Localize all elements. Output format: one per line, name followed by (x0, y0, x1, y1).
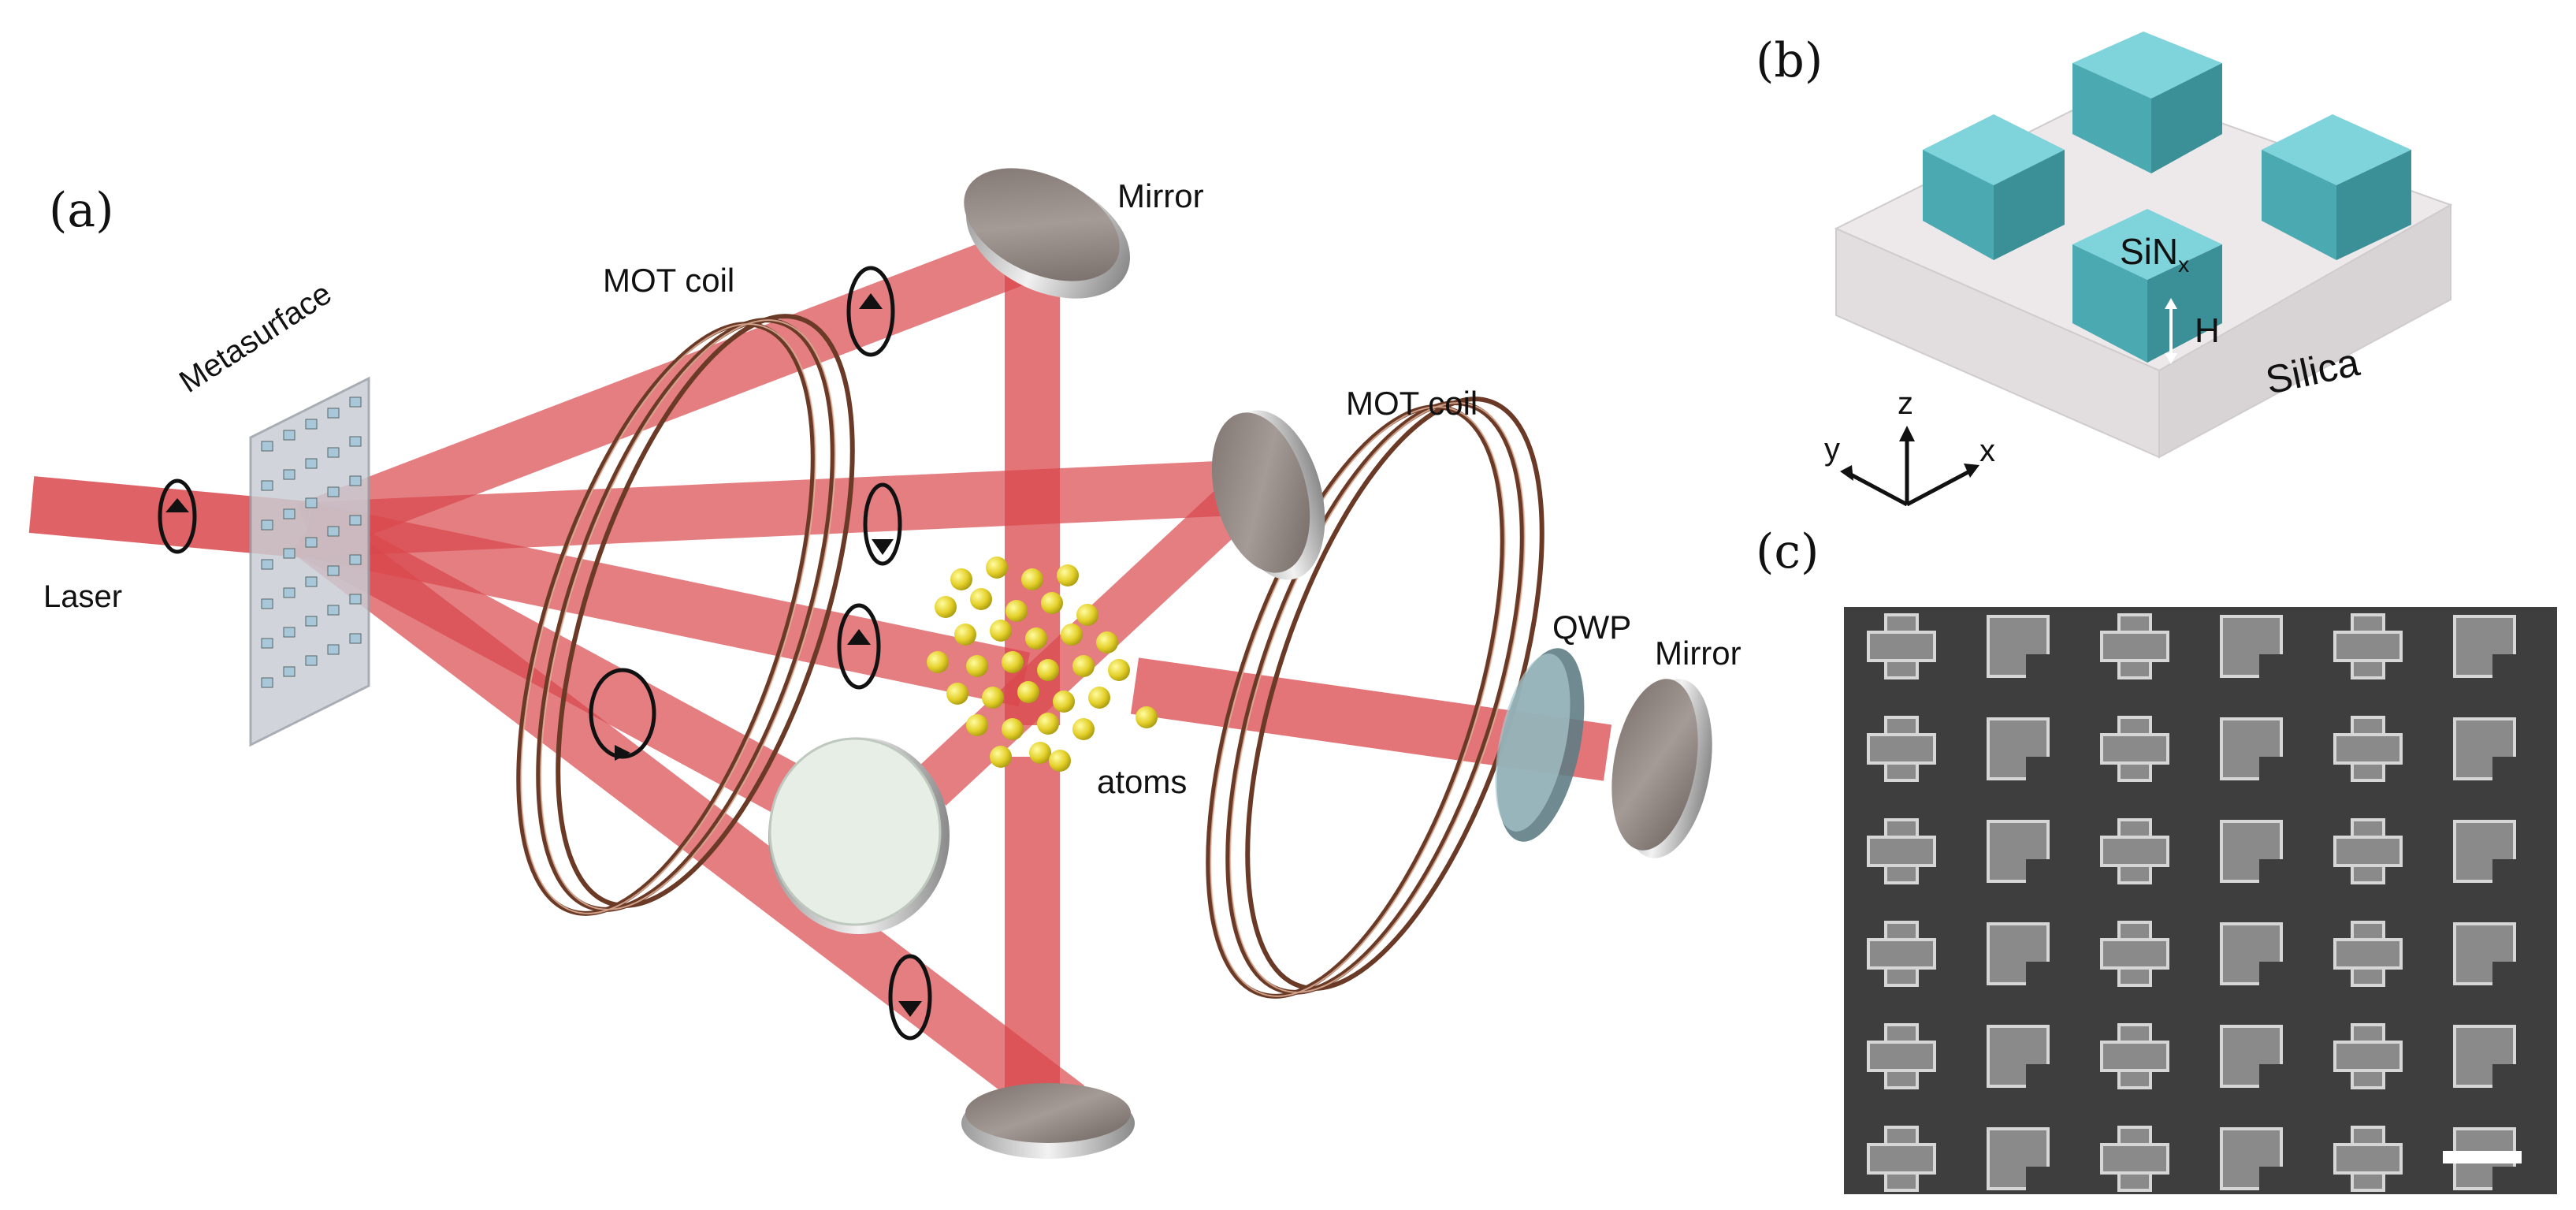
panel-label-a: (a) (49, 183, 114, 238)
mirror-right-label: Mirror (1655, 635, 1741, 672)
nanostructure (2100, 716, 2169, 782)
nanostructure (2453, 820, 2516, 883)
nanostructure (2453, 615, 2516, 678)
laser-beams (28, 226, 1612, 1130)
nanostructure (1867, 1023, 1936, 1089)
nanostructure (2453, 717, 2516, 780)
beam-to-right-mirror (306, 460, 1255, 557)
sinx-label-main: SiN (2120, 231, 2179, 272)
nanostructure (2220, 820, 2283, 883)
sinx-label-sub: x (2178, 252, 2190, 277)
mirror-top (964, 168, 1130, 299)
sinx-pillar-left (1923, 114, 2065, 260)
mirror-right (1611, 679, 1712, 858)
atoms-label: atoms (1097, 763, 1188, 800)
nanostructure (1987, 1025, 2050, 1088)
nanostructure (2100, 1023, 2169, 1089)
sinx-pillar-back (2072, 32, 2222, 173)
nanostructure (2453, 922, 2516, 985)
axis-x-label: x (1979, 434, 1995, 468)
mirror-bottom (961, 1083, 1135, 1159)
laser-label: Laser (43, 579, 123, 614)
atoms-cloud (927, 557, 1158, 772)
nanostructure (2333, 1126, 2403, 1192)
nanostructure (1987, 717, 2050, 780)
nanostructure (2333, 818, 2403, 884)
nanostructure (1867, 1126, 1936, 1192)
nanostructure (2220, 922, 2283, 985)
nanostructure (1987, 615, 2050, 678)
sinx-pillar-right (2262, 114, 2411, 260)
nanostructure (2100, 1126, 2169, 1192)
sem-nanostructure-array (1867, 613, 2522, 1192)
nanostructure (1987, 1127, 2050, 1190)
nanostructure (1987, 820, 2050, 883)
qwp-label: QWP (1552, 609, 1632, 646)
sinx-label: SiNx (2120, 230, 2189, 277)
nanostructure (1987, 922, 2050, 985)
coordinate-axes (1846, 437, 1976, 507)
nanostructure (2453, 1025, 2516, 1088)
nanostructure (2220, 615, 2283, 678)
metasurface (249, 376, 370, 747)
nanostructure (1867, 921, 1936, 987)
nanostructure (2220, 1025, 2283, 1088)
mot-coil-right-label: MOT coil (1346, 385, 1478, 422)
mirror-front (768, 737, 950, 934)
nanostructure (2100, 818, 2169, 884)
nanostructure (2333, 921, 2403, 987)
beam-right-mirror-return (913, 470, 1269, 806)
panel-label-c: (c) (1756, 524, 1820, 579)
mot-coil-left-label: MOT coil (603, 262, 735, 299)
beam-to-top-mirror (297, 226, 1043, 556)
mirror-top-label: Mirror (1117, 177, 1204, 214)
axis-y-label: y (1824, 432, 1840, 467)
scale-bar (2443, 1151, 2522, 1163)
nanostructure (2100, 613, 2169, 679)
nanostructure (2220, 1127, 2283, 1190)
nanostructure (1867, 613, 1936, 679)
axis-z-label: z (1898, 386, 1913, 421)
nanostructure (2333, 613, 2403, 679)
nanostructure (1867, 716, 1936, 782)
sem-image (1844, 607, 2557, 1194)
beam-to-center (301, 502, 1031, 707)
mirror-right-upper (1211, 410, 1325, 580)
nanostructure (2333, 1023, 2403, 1089)
height-label: H (2195, 311, 2220, 350)
nanostructure (2333, 716, 2403, 782)
polarization-arrows (158, 266, 932, 1041)
nanostructure (2220, 717, 2283, 780)
qwp-plate (1495, 648, 1585, 842)
unit-cell-diagram (1834, 32, 2453, 507)
sinx-pillar-front (2072, 209, 2222, 363)
beam-to-bottom-mirror (290, 508, 1085, 1130)
nanostructure (2100, 921, 2169, 987)
panel-label-b: (b) (1756, 33, 1823, 88)
nanostructure (1867, 818, 1936, 884)
